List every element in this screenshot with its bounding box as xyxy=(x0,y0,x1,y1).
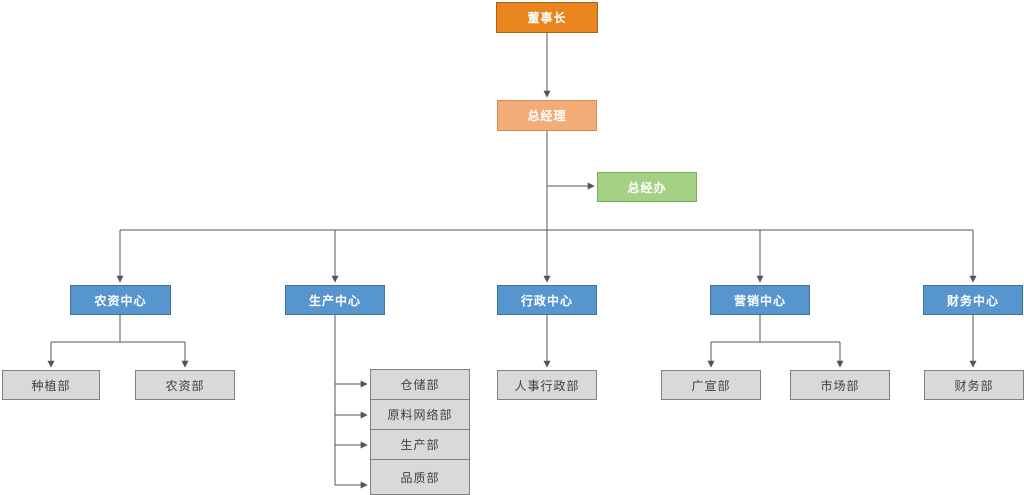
node-gm-office: 总经办 xyxy=(597,172,697,202)
node-market-dept: 市场部 xyxy=(790,370,890,400)
node-agri-dept: 农资部 xyxy=(135,370,235,400)
node-raw-material-network-dept: 原料网络部 xyxy=(370,399,470,430)
node-hr-admin-dept: 人事行政部 xyxy=(497,370,597,400)
node-general-manager: 总经理 xyxy=(497,100,597,131)
node-agri-center: 农资中心 xyxy=(70,285,171,315)
node-production-center: 生产中心 xyxy=(285,285,385,315)
node-planting-dept: 种植部 xyxy=(2,370,100,400)
node-marketing-center: 营销中心 xyxy=(710,285,810,315)
node-chairman: 董事长 xyxy=(496,2,598,33)
node-admin-center: 行政中心 xyxy=(497,285,597,315)
node-advertising-dept: 广宣部 xyxy=(661,370,761,400)
node-finance-dept: 财务部 xyxy=(924,370,1024,400)
node-finance-center: 财务中心 xyxy=(923,285,1023,315)
node-production-dept: 生产部 xyxy=(370,429,470,460)
node-quality-dept: 品质部 xyxy=(370,459,470,495)
node-warehouse-dept: 仓储部 xyxy=(370,369,470,400)
